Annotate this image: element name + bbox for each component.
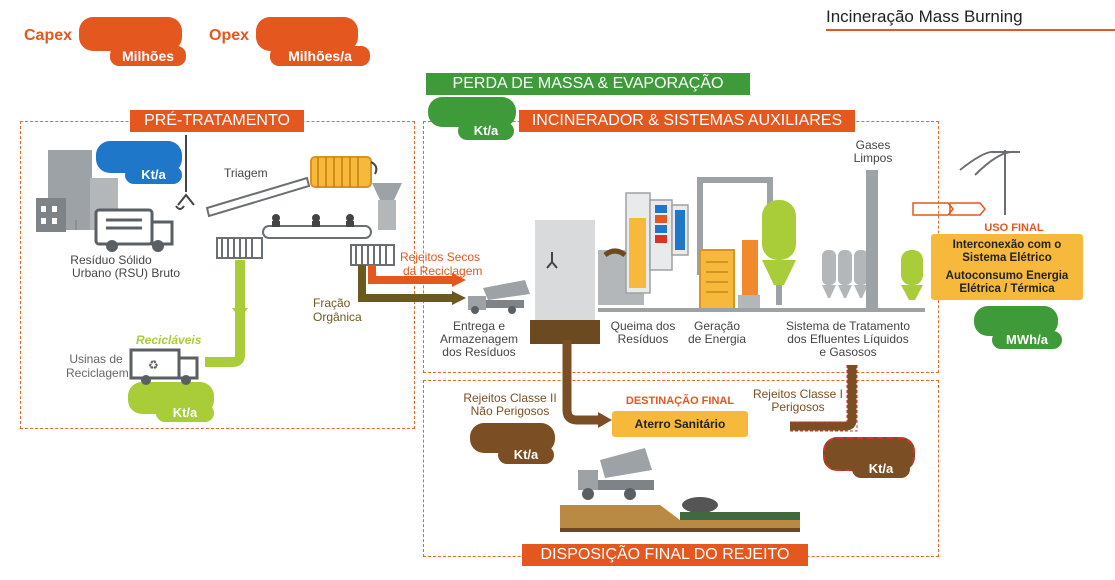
uso-final-line-1: Interconexão com o <box>952 239 1062 251</box>
classe1-flow <box>790 365 857 431</box>
geracao-label-1: Geração <box>693 319 741 333</box>
incinerador-banner: INCINERADOR & SISTEMAS AUXILIARES <box>519 110 855 132</box>
energy-arrows-icon <box>912 202 986 216</box>
sistema-label-3: e Gasosos <box>819 345 877 359</box>
perda-kt: Kt/a <box>458 122 514 140</box>
grate-icon <box>216 237 395 266</box>
classe1-kt: Kt/a <box>852 460 910 478</box>
fracao-label-2: Orgânica <box>313 310 362 324</box>
uso-final-line-2: Sistema Elétrico <box>962 252 1052 264</box>
boiler-icon <box>598 192 689 305</box>
destinacao-label: DESTINAÇÃO FINAL <box>625 395 735 407</box>
rsu-label-2: Urbano (RSU) Bruto <box>71 266 181 280</box>
uso-final-line-3: Autoconsumo Energia <box>945 270 1069 282</box>
rejeitos-secos-label-1: Rejeitos Secos <box>400 250 481 264</box>
opex-unit: Milhões/a <box>270 46 370 66</box>
triagem-label: Triagem <box>224 166 268 180</box>
perda-banner: PERDA DE MASSA & EVAPORAÇÃO <box>426 73 750 95</box>
classe2-flow <box>562 340 600 425</box>
pretratamento-banner: PRÉ-TRATAMENTO <box>130 110 304 132</box>
landfill-icon <box>560 497 800 532</box>
grab-crane-icon <box>175 135 195 210</box>
usinas-label-2: Reciclagem <box>66 366 129 380</box>
gases-label-1: Gases <box>855 138 891 152</box>
capex-pill <box>79 17 182 51</box>
gases-label-2: Limpos <box>853 151 893 165</box>
reciclaveis-flow <box>205 260 245 367</box>
disposicao-banner: DISPOSIÇÃO FINAL DO REJEITO <box>522 544 808 566</box>
fracao-organica-flow <box>358 265 455 302</box>
title-underline <box>826 29 1115 31</box>
entrega-label-1: Entrega e <box>452 319 506 333</box>
rsu-kt: Kt/a <box>125 166 182 184</box>
sistema-label-2: dos Efluentes Líquidos <box>787 332 909 346</box>
power-pole-icon <box>959 150 1020 215</box>
uso-final-line-4: Elétrica / Térmica <box>959 283 1055 295</box>
geracao-label-2: de Energia <box>687 332 747 346</box>
svg-text:♻: ♻ <box>148 358 159 372</box>
queima-label-2: Resíduos <box>617 332 669 346</box>
triagem-conveyor-icon <box>205 176 372 239</box>
classe2-label-2: Não Perigosos <box>470 404 550 418</box>
generator-icon <box>699 240 760 311</box>
classe2-kt: Kt/a <box>498 446 554 464</box>
opex-pill <box>256 17 358 51</box>
scrubber-icon <box>762 200 923 305</box>
entrega-label-3: dos Resíduos <box>442 345 516 359</box>
classe2-label-1: Rejeitos Classe II <box>463 391 557 405</box>
sistema-label-1: Sistema de Tratamento <box>785 319 911 333</box>
capex-label: Capex <box>24 27 73 44</box>
trommel-screen-icon <box>310 156 378 188</box>
queima-label-1: Queima dos <box>610 319 676 333</box>
classe1-label-2: Perigosos <box>771 400 825 414</box>
page-title: Incineração Mass Burning <box>826 7 1023 26</box>
entrega-label-2: Armazenagem <box>439 332 519 346</box>
waste-bunker-icon <box>530 220 600 344</box>
mwh-label: MWh/a <box>992 331 1062 349</box>
aterro-label: Aterro Sanitário <box>634 417 726 431</box>
silos-icon <box>822 250 868 298</box>
recycling-truck-icon: ♻ <box>129 348 199 385</box>
capex-unit: Milhões <box>110 46 186 66</box>
aterro-box <box>612 411 748 437</box>
rsu-label-1: Resíduo Sólido <box>70 253 152 267</box>
fracao-label-1: Fração <box>313 296 351 310</box>
usinas-label-1: Usinas de <box>69 352 123 366</box>
classe1-label-1: Rejeitos Classe I <box>752 387 844 401</box>
landfill-truck-icon <box>578 448 654 500</box>
uso-final-box <box>931 234 1083 300</box>
dump-truck-icon <box>468 280 530 314</box>
hopper-icon <box>372 183 402 230</box>
reciclaveis-label: Recicláveis <box>136 333 202 347</box>
rejeitos-secos-label-2: da Reciclagem <box>403 264 483 278</box>
rejeitos-secos-flow <box>368 265 455 284</box>
opex-label: Opex <box>209 27 250 44</box>
uso-final-title: USO FINAL <box>984 222 1044 234</box>
reciclaveis-kt: Kt/a <box>156 404 214 422</box>
chimney-stack-icon <box>866 170 878 310</box>
garbage-truck-icon <box>94 208 174 252</box>
